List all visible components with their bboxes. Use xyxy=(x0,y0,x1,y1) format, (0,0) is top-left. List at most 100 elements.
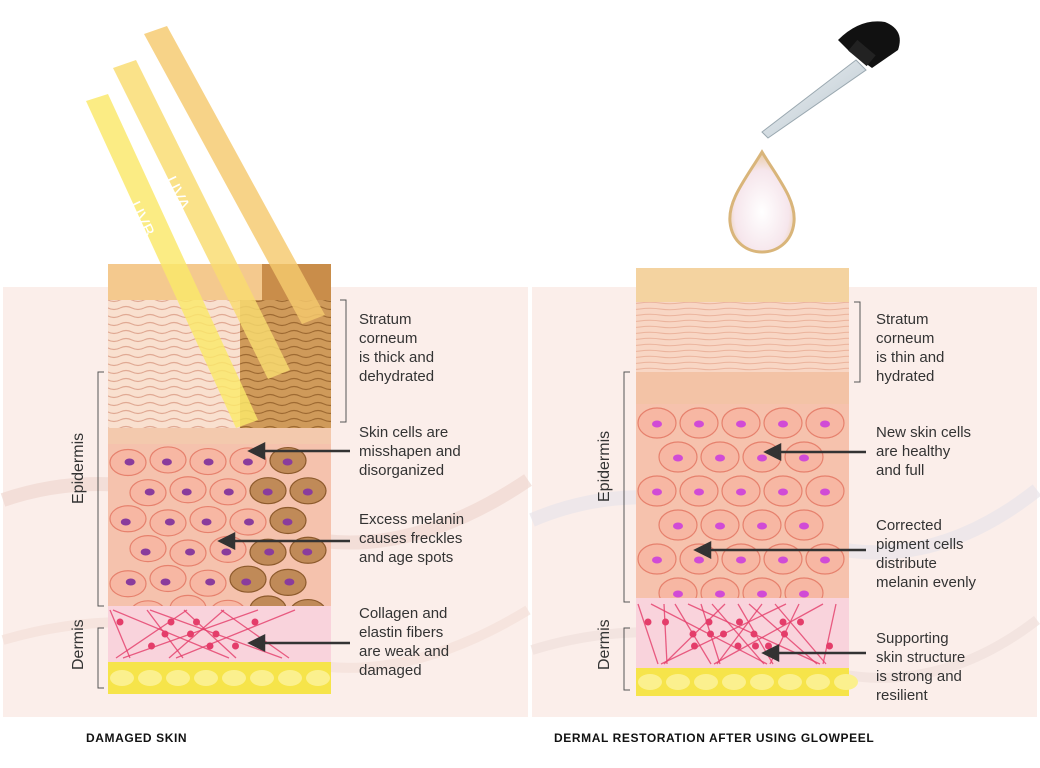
left-cell xyxy=(109,505,147,533)
right-nucleus xyxy=(820,556,830,564)
left-nucleus xyxy=(241,578,252,586)
left-nucleus xyxy=(160,578,171,586)
left-fat-cell xyxy=(166,670,190,686)
right-dermis-layer xyxy=(636,598,849,670)
right-nucleus xyxy=(736,556,746,564)
right-fiber xyxy=(637,603,659,665)
right-fat-cell xyxy=(806,674,830,690)
ira-ray xyxy=(144,26,325,324)
left-nucleus xyxy=(282,518,293,526)
left-fiber-node xyxy=(116,618,124,626)
left-nucleus xyxy=(205,578,216,586)
left-arrows xyxy=(217,441,350,653)
right-nucleus xyxy=(820,420,830,428)
left-nucleus xyxy=(125,578,136,586)
right-fiber xyxy=(711,603,765,665)
right-nucleus xyxy=(757,454,767,462)
right-fat-cell xyxy=(666,674,690,690)
right-nucleus xyxy=(652,488,662,496)
right-nucleus xyxy=(736,420,746,428)
left-fiber xyxy=(112,609,230,659)
right-nucleus xyxy=(694,488,704,496)
right-nucleus xyxy=(652,420,662,428)
right-fiber-node xyxy=(662,618,669,626)
right-fiber xyxy=(716,603,763,665)
left-cell xyxy=(129,535,167,563)
left-fiber-node xyxy=(148,642,155,650)
right-fiber-node xyxy=(689,630,697,638)
left-fiber xyxy=(109,609,131,659)
left-nucleus xyxy=(161,458,172,466)
right-brackets xyxy=(623,301,861,691)
right-nucleus xyxy=(799,454,809,462)
right-fiber-node xyxy=(752,642,759,650)
left-nucleus xyxy=(282,458,293,466)
right-fiber-node xyxy=(707,630,714,638)
right-nucleus xyxy=(694,420,704,428)
right-fiber-node xyxy=(781,630,788,638)
right-dermis-label: Dermis xyxy=(596,619,613,670)
left-nucleus xyxy=(164,518,175,526)
right-nucleus xyxy=(715,454,725,462)
left-epidermis-label: Epidermis xyxy=(70,432,87,504)
left-nucleus xyxy=(181,488,192,496)
right-nucleus xyxy=(820,488,830,496)
left-fiber-node xyxy=(187,630,194,638)
left-fat-cell xyxy=(138,670,162,686)
right-nucleus xyxy=(799,590,809,598)
right-nucleus xyxy=(799,522,809,530)
left-fiber-node xyxy=(193,618,200,626)
left-fiber xyxy=(168,609,225,659)
uv-rays xyxy=(86,26,325,428)
right-nucleus xyxy=(778,556,788,564)
uva-ray xyxy=(113,60,290,379)
right-fiber xyxy=(663,603,726,665)
left-nucleus xyxy=(242,458,253,466)
right-fiber-node xyxy=(750,630,758,638)
left-nucleus xyxy=(284,578,295,586)
right-nucleus xyxy=(757,522,767,530)
left-cell xyxy=(149,564,187,593)
right-fiber-node xyxy=(826,642,833,650)
right-fat-cell xyxy=(694,674,718,690)
left-nucleus xyxy=(140,548,151,556)
left-fat-cell xyxy=(110,670,134,686)
left-nucleus xyxy=(185,548,196,556)
caption-restored-skin: DERMAL RESTORATION AFTER USING GLOWPEEL xyxy=(554,731,875,745)
left-fiber xyxy=(115,609,188,659)
left-dermis-label: Dermis xyxy=(70,619,87,670)
restored-skin-cross-section xyxy=(636,268,858,696)
right-fiber-node xyxy=(720,630,727,638)
right-fat-cell xyxy=(750,674,774,690)
left-fat-cell xyxy=(306,670,330,686)
left-fiber-node xyxy=(251,618,259,626)
right-fat-cell xyxy=(638,674,662,690)
serum-dropper xyxy=(761,21,900,139)
right-fiber-node xyxy=(765,642,772,650)
right-fiber-node xyxy=(644,618,652,626)
left-fat-cell xyxy=(250,670,274,686)
right-nucleus xyxy=(778,420,788,428)
right-nucleus xyxy=(757,590,767,598)
right-nucleus xyxy=(736,488,746,496)
right-fat-cell xyxy=(722,674,746,690)
left-fat-cell xyxy=(278,670,302,686)
right-fiber xyxy=(713,603,824,665)
caption-damaged-skin: DAMAGED SKIN xyxy=(86,731,188,745)
damaged-skin-cross-section xyxy=(108,264,331,694)
right-fiber xyxy=(663,603,668,665)
left-fiber xyxy=(220,609,290,659)
uvb-ray xyxy=(86,94,258,428)
right-nucleus xyxy=(715,522,725,530)
right-nucleus xyxy=(673,522,683,530)
left-fat-cell xyxy=(194,670,218,686)
